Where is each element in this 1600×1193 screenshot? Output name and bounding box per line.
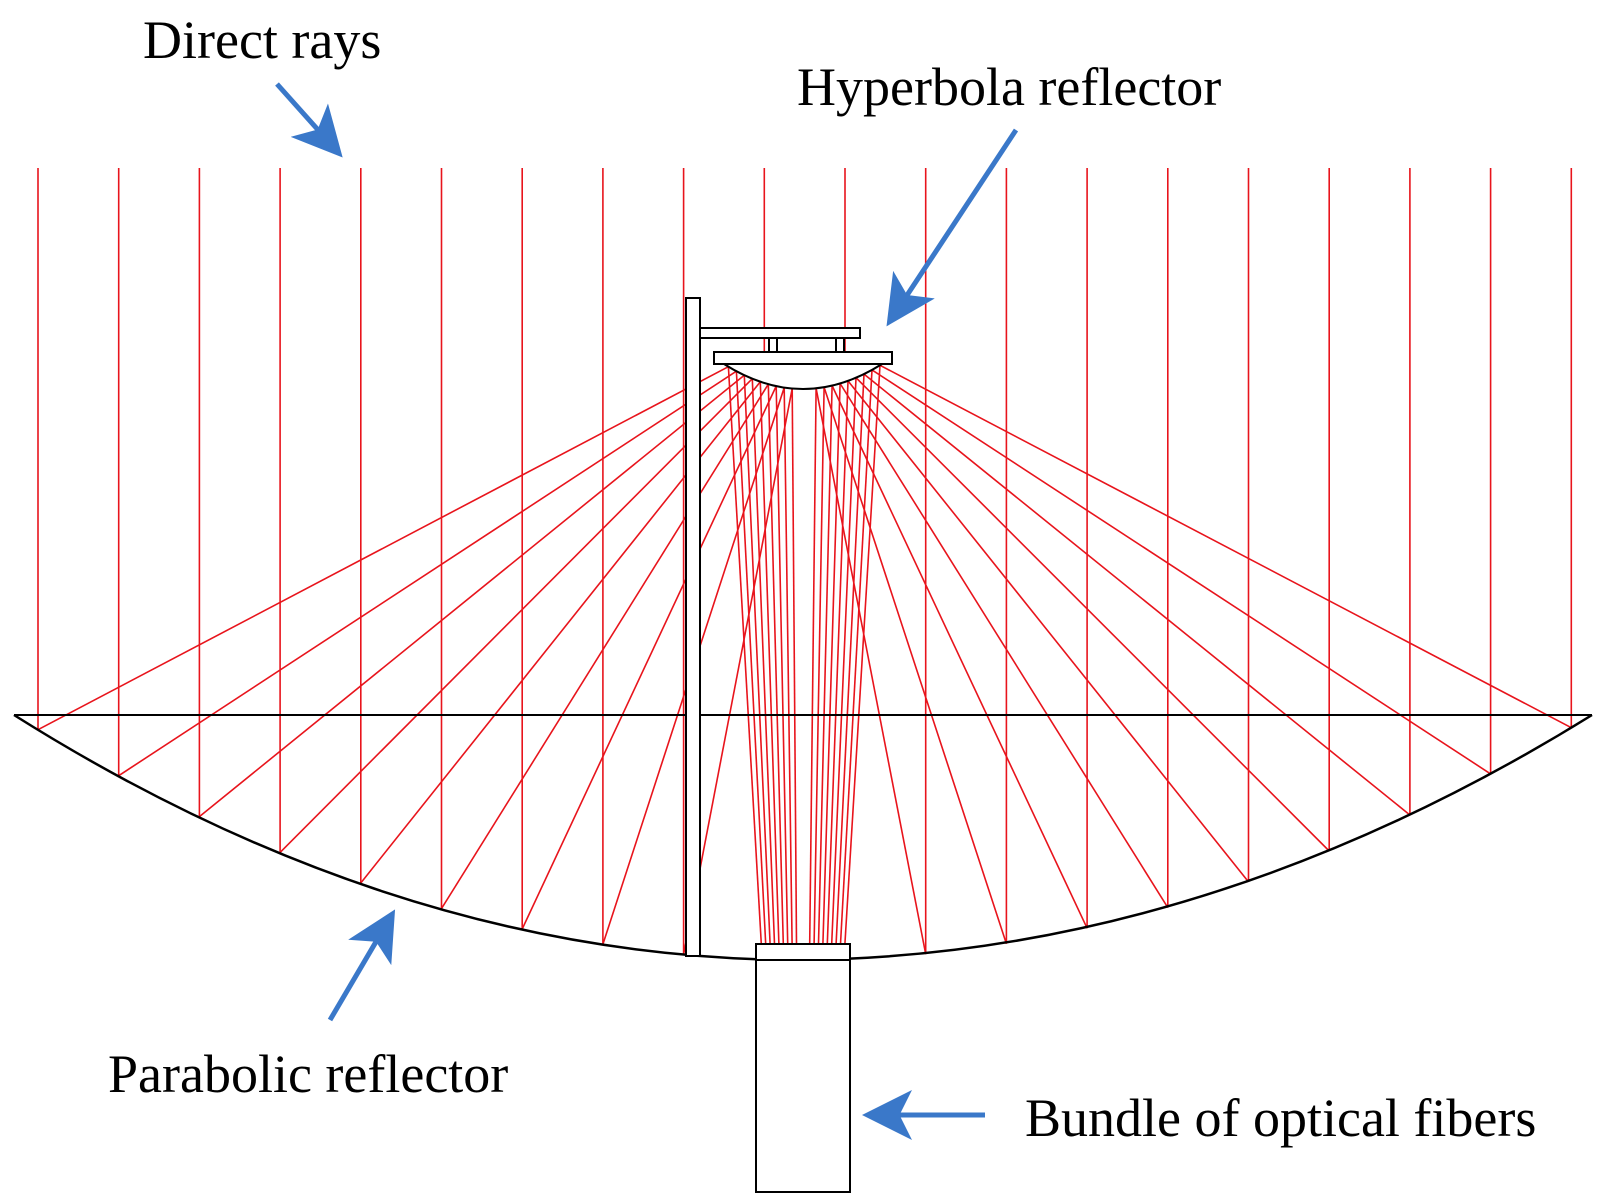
parabolic-reflector-curve — [13, 713, 1593, 962]
hyperbola-reflector — [699, 327, 893, 390]
reflected-ray — [279, 378, 753, 853]
hyperbola-reflector-curve — [720, 363, 886, 390]
reflected-ray — [871, 369, 1492, 775]
reflector-rim — [713, 351, 893, 365]
focused-ray — [767, 384, 785, 945]
support-pole — [685, 297, 701, 957]
label-hyperbola-reflector: Hyperbola reflector — [797, 57, 1221, 117]
reflected-ray — [855, 377, 1330, 852]
optical-fiber-bundle — [755, 943, 851, 1193]
focused-ray — [844, 365, 881, 945]
reflected-ray — [198, 374, 745, 818]
focused-ray — [791, 388, 798, 945]
reflected-ray — [37, 365, 729, 731]
focused-ray — [813, 387, 825, 945]
direct-rays-arrow — [275, 82, 343, 158]
reflected-ray — [839, 383, 1169, 909]
focused-ray — [835, 374, 865, 945]
label-fiber-bundle: Bundle of optical fibers — [1025, 1088, 1536, 1148]
focused-ray — [808, 388, 817, 945]
focused-ray — [817, 385, 833, 945]
parabolic-reflector-arrow — [327, 909, 396, 1022]
focused-ray — [727, 366, 763, 945]
reflected-ray — [118, 370, 737, 777]
reflected-ray — [863, 373, 1411, 816]
light-rays — [37, 168, 1573, 955]
focused-ray — [826, 380, 849, 945]
reflected-ray — [815, 388, 927, 955]
reflected-ray — [440, 383, 769, 910]
focused-ray — [839, 369, 873, 945]
focused-ray — [783, 387, 793, 945]
mount-plate — [699, 327, 861, 339]
reflected-ray — [831, 385, 1088, 929]
reflected-ray — [823, 386, 1008, 944]
reflected-ray — [879, 364, 1572, 729]
callout-arrows — [275, 82, 1019, 1140]
focused-ray — [759, 381, 780, 945]
hyperbola-reflector-arrow — [886, 128, 1019, 327]
focused-ray — [743, 375, 771, 945]
label-parabolic-reflector: Parabolic reflector — [108, 1044, 508, 1104]
focused-ray — [735, 371, 767, 945]
parabolic-reflector — [13, 713, 1593, 962]
reflected-ray — [847, 380, 1250, 883]
reflected-ray — [521, 385, 777, 930]
focused-ray — [775, 386, 789, 945]
reflected-ray — [682, 388, 793, 955]
focused-ray — [822, 383, 841, 945]
label-direct-rays: Direct rays — [143, 10, 381, 70]
focused-ray — [830, 377, 857, 945]
